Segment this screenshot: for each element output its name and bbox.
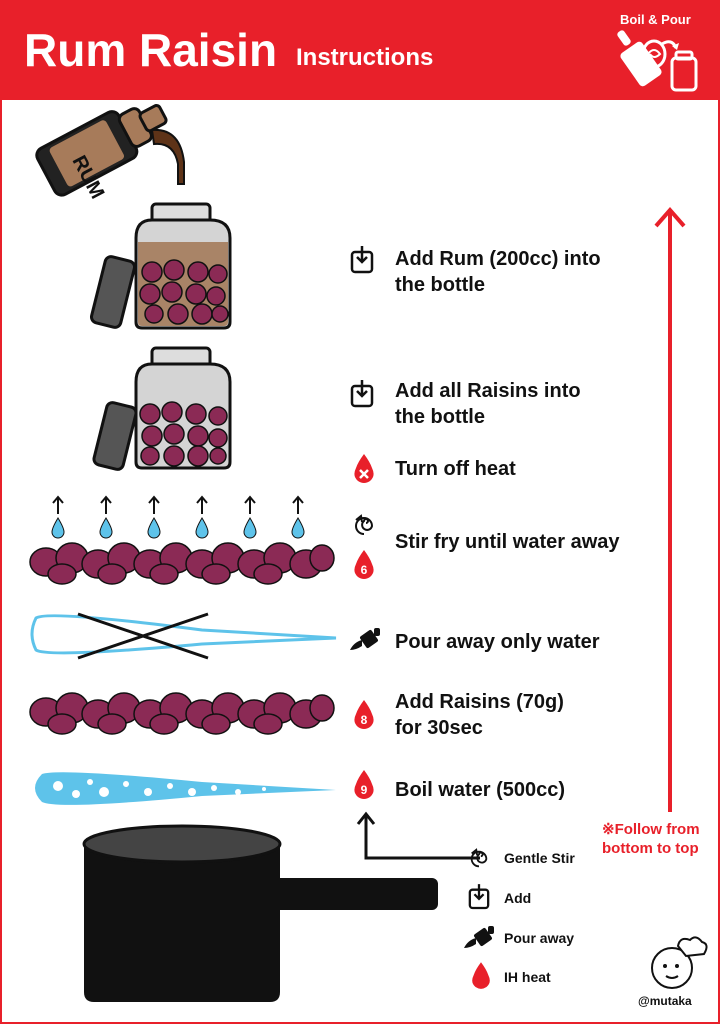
pour-away-icon — [464, 926, 494, 948]
page-title: Rum Raisin — [24, 24, 278, 76]
stir-icon — [470, 848, 488, 868]
step-stir-fry: Stir fry until water away — [395, 531, 620, 553]
heat-icon: 6 — [354, 550, 374, 579]
step-add-raisins-line-2: the bottle — [395, 406, 485, 428]
step-add-raisins-70g-line-2: for 30sec — [395, 717, 483, 739]
legend-gentle-stir: Gentle Stir — [504, 850, 575, 866]
jar-with-raisins-illustration — [92, 346, 232, 471]
step-add-rum-line-2: the bottle — [395, 274, 485, 296]
step-boil-water: Boil water (500cc) — [395, 779, 566, 801]
follow-note: ※Follow from bottom to top — [602, 820, 700, 858]
header-bar: Rum Raisin Instructions Boil & Pour — [2, 2, 718, 100]
boil-pour-icon — [617, 30, 698, 92]
follow-note-line-2: bottom to top — [602, 840, 699, 857]
boiling-water-illustration — [35, 772, 336, 805]
heat-off-icon — [354, 454, 374, 483]
raisins-add-row — [29, 692, 335, 735]
legend-add: Add — [504, 890, 532, 906]
jar-with-rum-illustration — [89, 202, 232, 330]
heat-icon: 8 — [354, 700, 374, 729]
add-icon — [350, 246, 374, 274]
follow-up-arrow — [654, 206, 686, 812]
svg-text:9: 9 — [361, 783, 368, 797]
heat-icon: 9 — [354, 770, 374, 799]
step-add-raisins-line-1: Add all Raisins into — [395, 380, 581, 402]
raisins-stir-fry-row — [29, 542, 335, 585]
step-add-rum-line-1: Add Rum (200cc) into — [395, 248, 601, 270]
stir-icon — [355, 514, 374, 535]
chef-mascot-icon — [651, 936, 708, 989]
header-badge-label: Boil & Pour — [620, 12, 691, 27]
legend-ih-heat: IH heat — [504, 969, 551, 985]
author-handle: @mutaka — [638, 994, 692, 1008]
page-subtitle: Instructions — [296, 44, 434, 71]
svg-text:6: 6 — [361, 563, 368, 577]
add-icon — [468, 884, 490, 910]
follow-note-line-1: ※Follow from — [602, 821, 700, 838]
add-icon — [350, 380, 374, 408]
pour-away-icon — [350, 628, 380, 650]
rum-bottle-illustration — [35, 104, 185, 197]
legend-pour-away: Pour away — [504, 930, 575, 946]
step-add-raisins-70g-line-1: Add Raisins (70g) — [395, 691, 564, 713]
water-crossed-illustration — [30, 612, 337, 660]
heat-icon — [472, 962, 490, 989]
pot-illustration — [82, 824, 438, 1002]
step-turn-off-heat: Turn off heat — [395, 458, 516, 480]
svg-text:8: 8 — [361, 713, 368, 727]
evaporation-drops — [51, 495, 305, 539]
flow-connector-line — [364, 816, 480, 860]
step-pour-away: Pour away only water — [395, 631, 600, 653]
